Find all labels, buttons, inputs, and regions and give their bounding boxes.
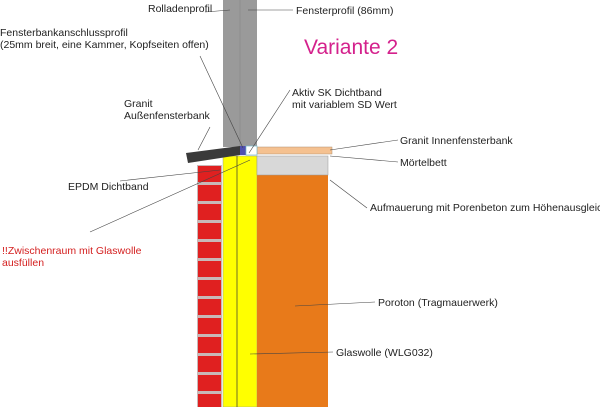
label-granit-aussen-2: Außenfensterbank <box>124 110 210 122</box>
label-dichtband-detail: mit variablem SD Wert <box>292 99 397 111</box>
brick <box>198 185 221 201</box>
label-moertelbett: Mörtelbett <box>400 157 447 169</box>
label-anschlussprofil: Fensterbankanschlussprofil <box>0 27 128 39</box>
label-granit-innen: Granit Innenfensterbank <box>400 135 513 147</box>
brick <box>198 375 221 391</box>
brick <box>198 318 221 334</box>
label-zwischenraum: !!Zwischenraum mit Glaswolle <box>2 245 142 257</box>
brick <box>198 261 221 277</box>
bricks <box>198 166 221 407</box>
brick <box>198 356 221 372</box>
label-dichtband: Aktiv SK Dichtband <box>292 87 382 99</box>
sealing-tape <box>245 145 258 156</box>
label-glaswolle: Glaswolle (WLG032) <box>336 347 433 359</box>
connection-profile <box>240 146 246 155</box>
leader-lines <box>89 9 399 355</box>
label-granit-aussen: Granit <box>124 98 153 110</box>
label-fensterprofil: Fensterprofil (86mm) <box>296 5 394 17</box>
label-aufmauerung: Aufmauerung mit Porenbeton zum Höhenausg… <box>370 202 600 214</box>
brick <box>198 223 221 239</box>
inner-window-sill <box>256 146 333 155</box>
label-rolladenprofil: Rolladenprofil <box>148 3 213 15</box>
variant-title: Variante 2 <box>304 36 399 59</box>
insulation-layer <box>222 155 258 407</box>
brick <box>198 337 221 353</box>
label-epdm: EPDM Dichtband <box>68 181 149 193</box>
brick <box>198 242 221 258</box>
label-anschlussprofil-detail: (25mm breit, eine Kammer, Kopfseiten off… <box>0 39 209 51</box>
label-zwischenraum-2: ausfüllen <box>2 257 45 269</box>
brick <box>198 394 221 407</box>
outer-window-sill <box>186 146 240 163</box>
poroton-wall <box>257 175 328 407</box>
brick <box>198 166 221 182</box>
brick <box>198 299 221 315</box>
porenbeton-levelling <box>256 155 329 176</box>
brick <box>198 204 221 220</box>
brick <box>198 280 221 296</box>
label-poroton: Poroton (Tragmauerwerk) <box>378 297 498 309</box>
